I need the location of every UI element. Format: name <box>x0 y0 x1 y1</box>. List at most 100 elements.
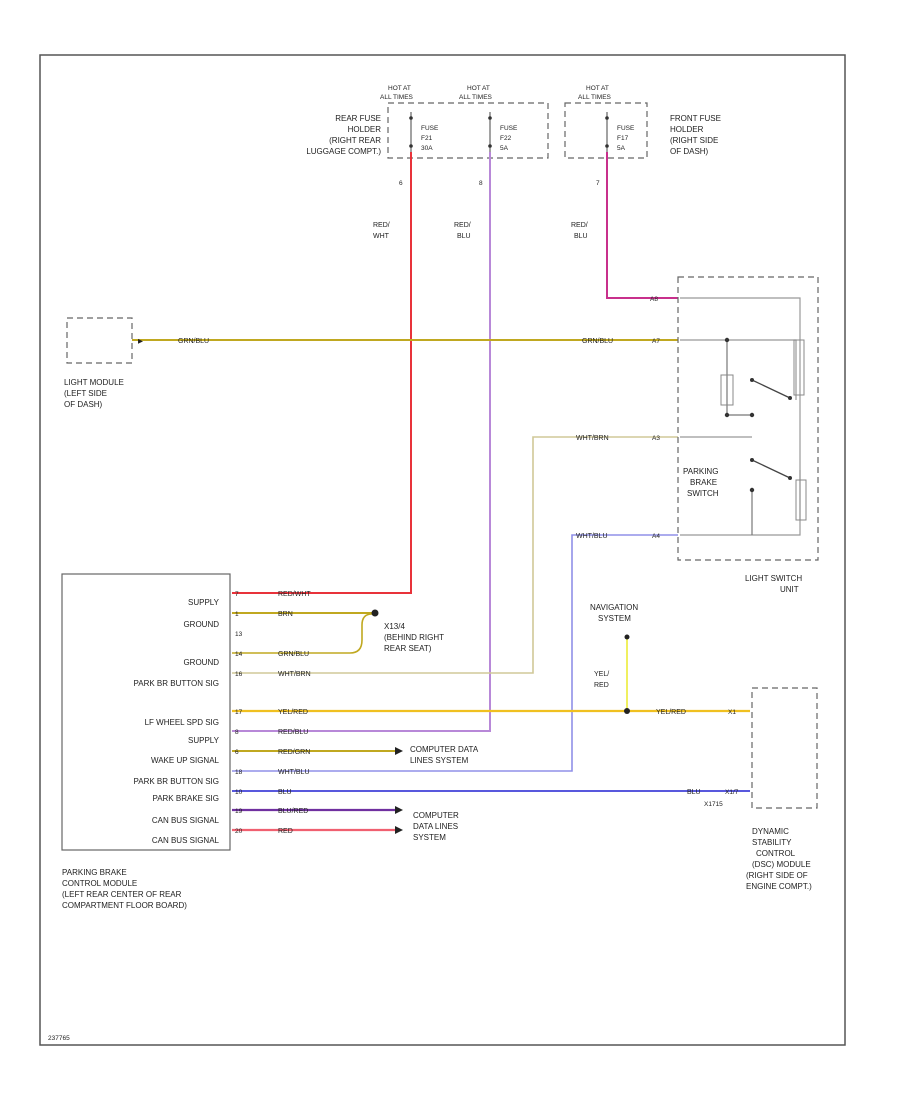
data-lines-label-1: COMPUTER DATA LINES SYSTEM <box>410 745 479 765</box>
svg-text:WHT: WHT <box>373 233 390 240</box>
rear-fuse-holder-caption: REAR FUSE HOLDER (RIGHT REAR LUGGAGE COM… <box>306 114 381 156</box>
svg-text:BRAKE: BRAKE <box>690 478 717 487</box>
pbcm-pin-label: SUPPLY <box>188 598 220 607</box>
pbcm-pin-number: 10 <box>235 789 243 796</box>
svg-text:(LEFT SIDE: (LEFT SIDE <box>64 389 107 398</box>
svg-text:BLU: BLU <box>574 233 588 240</box>
svg-text:PARKING: PARKING <box>683 467 718 476</box>
pbcm-pin-number: 19 <box>235 808 243 815</box>
vertical-wire-labels: RED/ WHT RED/ BLU RED/ BLU <box>373 222 588 240</box>
front-fuse-box <box>564 102 648 159</box>
wire-wht-blu <box>232 534 678 772</box>
switch-pin: A7 <box>652 338 660 345</box>
fuse-label: FUSE <box>617 125 635 132</box>
svg-text:BLU: BLU <box>687 789 701 796</box>
wire-red-blu <box>232 152 491 732</box>
svg-text:COMPUTER: COMPUTER <box>413 811 459 820</box>
pbcm-pin-label: PARK BR BUTTON SIG <box>134 679 220 688</box>
svg-text:(RIGHT REAR: (RIGHT REAR <box>329 136 381 145</box>
fuse-amp: 5A <box>500 145 509 152</box>
fuse-number: F17 <box>617 135 629 142</box>
pbcm-pin-label: GROUND <box>183 658 219 667</box>
nav-connector-dot <box>624 634 630 640</box>
svg-text:NAVIGATION: NAVIGATION <box>590 603 638 612</box>
svg-text:YEL/RED: YEL/RED <box>656 709 686 716</box>
svg-text:LUGGAGE COMPT.): LUGGAGE COMPT.) <box>306 147 381 156</box>
pbcm-pin-number: 18 <box>235 769 243 776</box>
pbcm-wire-label: WHT/BLU <box>278 769 310 776</box>
svg-text:HOLDER: HOLDER <box>348 125 382 134</box>
pbcm-pin-label: WAKE UP SIGNAL <box>151 756 220 765</box>
switch-pin: A4 <box>652 533 660 540</box>
fuse-number: F21 <box>421 135 433 142</box>
fuse-label: FUSE <box>421 125 439 132</box>
fuse-amp: 30A <box>421 145 433 152</box>
fuse-f17: HOT AT ALL TIMES FUSE F17 5A 7 <box>578 85 635 187</box>
arrow-data-lines-2a <box>395 806 403 814</box>
svg-text:X13/4: X13/4 <box>384 622 405 631</box>
svg-text:DYNAMIC: DYNAMIC <box>752 827 789 836</box>
svg-text:COMPUTER DATA: COMPUTER DATA <box>410 745 479 754</box>
pbcm-wire-label: BRN <box>278 611 293 618</box>
svg-text:(LEFT REAR CENTER OF REAR: (LEFT REAR CENTER OF REAR <box>62 890 182 899</box>
fuse-hot-label: HOT AT <box>388 85 411 92</box>
svg-text:▶: ▶ <box>138 338 144 345</box>
ground-point <box>371 609 379 617</box>
svg-text:STABILITY: STABILITY <box>752 838 792 847</box>
pbcm-pin-label: GROUND <box>183 620 219 629</box>
svg-text:GRN/BLU: GRN/BLU <box>582 338 613 345</box>
wire-grn-blu-ground <box>232 613 373 654</box>
svg-text:WHT/BRN: WHT/BRN <box>576 435 609 442</box>
svg-text:HOLDER: HOLDER <box>670 125 704 134</box>
svg-text:(DSC) MODULE: (DSC) MODULE <box>752 860 811 869</box>
svg-text:CONTROL: CONTROL <box>756 849 796 858</box>
pbcm-pin-number: 13 <box>235 631 243 638</box>
diagram-code: 237765 <box>48 1035 70 1042</box>
svg-text:REAR FUSE: REAR FUSE <box>335 114 381 123</box>
light-switch-unit: A8 A7 A3 A4 PARKING BRAKE SWITCH LIGHT S… <box>650 276 819 594</box>
svg-text:LIGHT MODULE: LIGHT MODULE <box>64 378 124 387</box>
fuse-cavity: 6 <box>399 180 403 187</box>
svg-text:RED/: RED/ <box>571 222 588 229</box>
switch-pin: A8 <box>650 296 658 303</box>
svg-text:SWITCH: SWITCH <box>687 489 719 498</box>
pbcm-pin-number: 14 <box>235 651 243 658</box>
pbcm-wire-label: RED/GRN <box>278 749 310 756</box>
fuse-state-label: ALL TIMES <box>578 94 612 101</box>
pbcm-pin-label: LF WHEEL SPD SIG <box>145 718 219 727</box>
front-fuse-holder-caption: FRONT FUSE HOLDER (RIGHT SIDE OF DASH) <box>670 114 721 156</box>
pbcm-wire-label: RED <box>278 828 293 835</box>
svg-text:(RIGHT SIDE: (RIGHT SIDE <box>670 136 718 145</box>
svg-text:YEL/: YEL/ <box>594 671 609 678</box>
svg-text:(BEHIND RIGHT: (BEHIND RIGHT <box>384 633 444 642</box>
fuse-hot-label: HOT AT <box>467 85 490 92</box>
diagram-border <box>39 54 846 1046</box>
fuse-amp: 5A <box>617 145 626 152</box>
pbcm-wire-label: BLU <box>278 789 292 796</box>
pbcm-pin-label: CAN BUS SIGNAL <box>152 816 220 825</box>
svg-text:FRONT FUSE: FRONT FUSE <box>670 114 721 123</box>
svg-text:X1715: X1715 <box>704 801 723 808</box>
wire-red-wht <box>232 152 412 594</box>
fuse-f22: HOT AT ALL TIMES FUSE F22 5A 8 <box>459 85 518 187</box>
svg-text:X1: X1 <box>728 709 736 716</box>
fuse-label: FUSE <box>500 125 518 132</box>
pbcm-pin-number: 1 <box>235 611 239 618</box>
svg-text:ENGINE COMPT.): ENGINE COMPT.) <box>746 882 812 891</box>
pbcm-pin-number: 17 <box>235 709 243 716</box>
svg-text:BLU: BLU <box>457 233 471 240</box>
svg-text:PARKING BRAKE: PARKING BRAKE <box>62 868 127 877</box>
pbcm-pin-label: PARK BR BUTTON SIG <box>134 777 220 786</box>
svg-text:WHT/BLU: WHT/BLU <box>576 533 608 540</box>
pbcm-pin-label: CAN BUS SIGNAL <box>152 836 220 845</box>
svg-text:COMPARTMENT FLOOR BOARD): COMPARTMENT FLOOR BOARD) <box>62 901 187 910</box>
pbcm-wire-label: YEL/RED <box>278 709 308 716</box>
fuse-number: F22 <box>500 135 512 142</box>
dsc-module: YEL/RED BLU X1 X1/7 X1715 DYNAMIC STABIL… <box>656 687 818 891</box>
svg-text:LIGHT SWITCH: LIGHT SWITCH <box>745 574 802 583</box>
svg-text:CONTROL MODULE: CONTROL MODULE <box>62 879 137 888</box>
arrow-data-lines-2b <box>395 826 403 834</box>
svg-text:SYSTEM: SYSTEM <box>413 833 446 842</box>
pbcm-pin-number: 6 <box>235 749 239 756</box>
